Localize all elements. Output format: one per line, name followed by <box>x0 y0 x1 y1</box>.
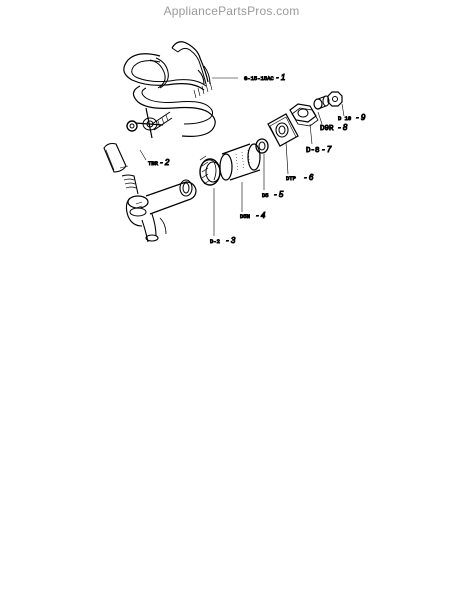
cross-handle-part <box>134 107 164 139</box>
threaded-ring-part <box>199 155 221 186</box>
svg-text:- 3: - 3 <box>226 236 236 245</box>
label-part-2: TBR - 2 <box>148 158 171 168</box>
cylinder-sleeve-part <box>219 143 261 181</box>
leader-lines <box>139 77 345 236</box>
svg-text:D9R: D9R <box>320 125 334 133</box>
svg-text:- 9: - 9 <box>356 113 366 122</box>
svg-text:DTP: DTP <box>286 175 296 182</box>
small-hex-nut-part <box>327 91 343 107</box>
label-part-1: G-15-15AC - 1 <box>244 73 286 83</box>
svg-text:- 2: - 2 <box>160 158 170 167</box>
svg-text:- 4: - 4 <box>256 211 266 220</box>
site-watermark: AppliancePartsPros.com <box>163 4 300 18</box>
faucet-body-part <box>121 174 197 243</box>
label-part-5: D5 - 5 <box>262 190 285 200</box>
label-part-4: D5N - 4 <box>240 211 267 221</box>
label-part-9: D 10 - 9 <box>338 113 367 123</box>
svg-text:- 7: - 7 <box>322 145 332 154</box>
label-part-8: D9R - 8 <box>320 123 349 134</box>
small-ring-part <box>255 138 269 154</box>
svg-text:D5N: D5N <box>240 213 250 220</box>
svg-text:TBR: TBR <box>148 160 159 167</box>
svg-text:D-8: D-8 <box>306 147 320 155</box>
svg-text:D 10: D 10 <box>338 115 351 122</box>
label-part-3: D-2 - 3 <box>210 236 237 246</box>
svg-text:- 8: - 8 <box>338 123 348 132</box>
svg-text:- 1: - 1 <box>276 73 285 82</box>
square-flange-part <box>267 113 299 147</box>
svg-text:- 6: - 6 <box>304 173 314 182</box>
label-part-7: D-8 - 7 <box>306 145 333 156</box>
svg-text:D5: D5 <box>262 192 269 199</box>
label-part-6: DTP - 6 <box>286 173 315 183</box>
small-washer-part <box>126 120 138 132</box>
fitting-part <box>313 95 330 110</box>
large-nut-part <box>289 103 319 127</box>
svg-text:G-15-15AC: G-15-15AC <box>244 75 274 82</box>
tapered-tip-part <box>103 142 129 173</box>
hose-assembly-part <box>123 41 216 137</box>
svg-text:- 5: - 5 <box>274 190 284 199</box>
svg-text:D-2: D-2 <box>210 238 220 245</box>
